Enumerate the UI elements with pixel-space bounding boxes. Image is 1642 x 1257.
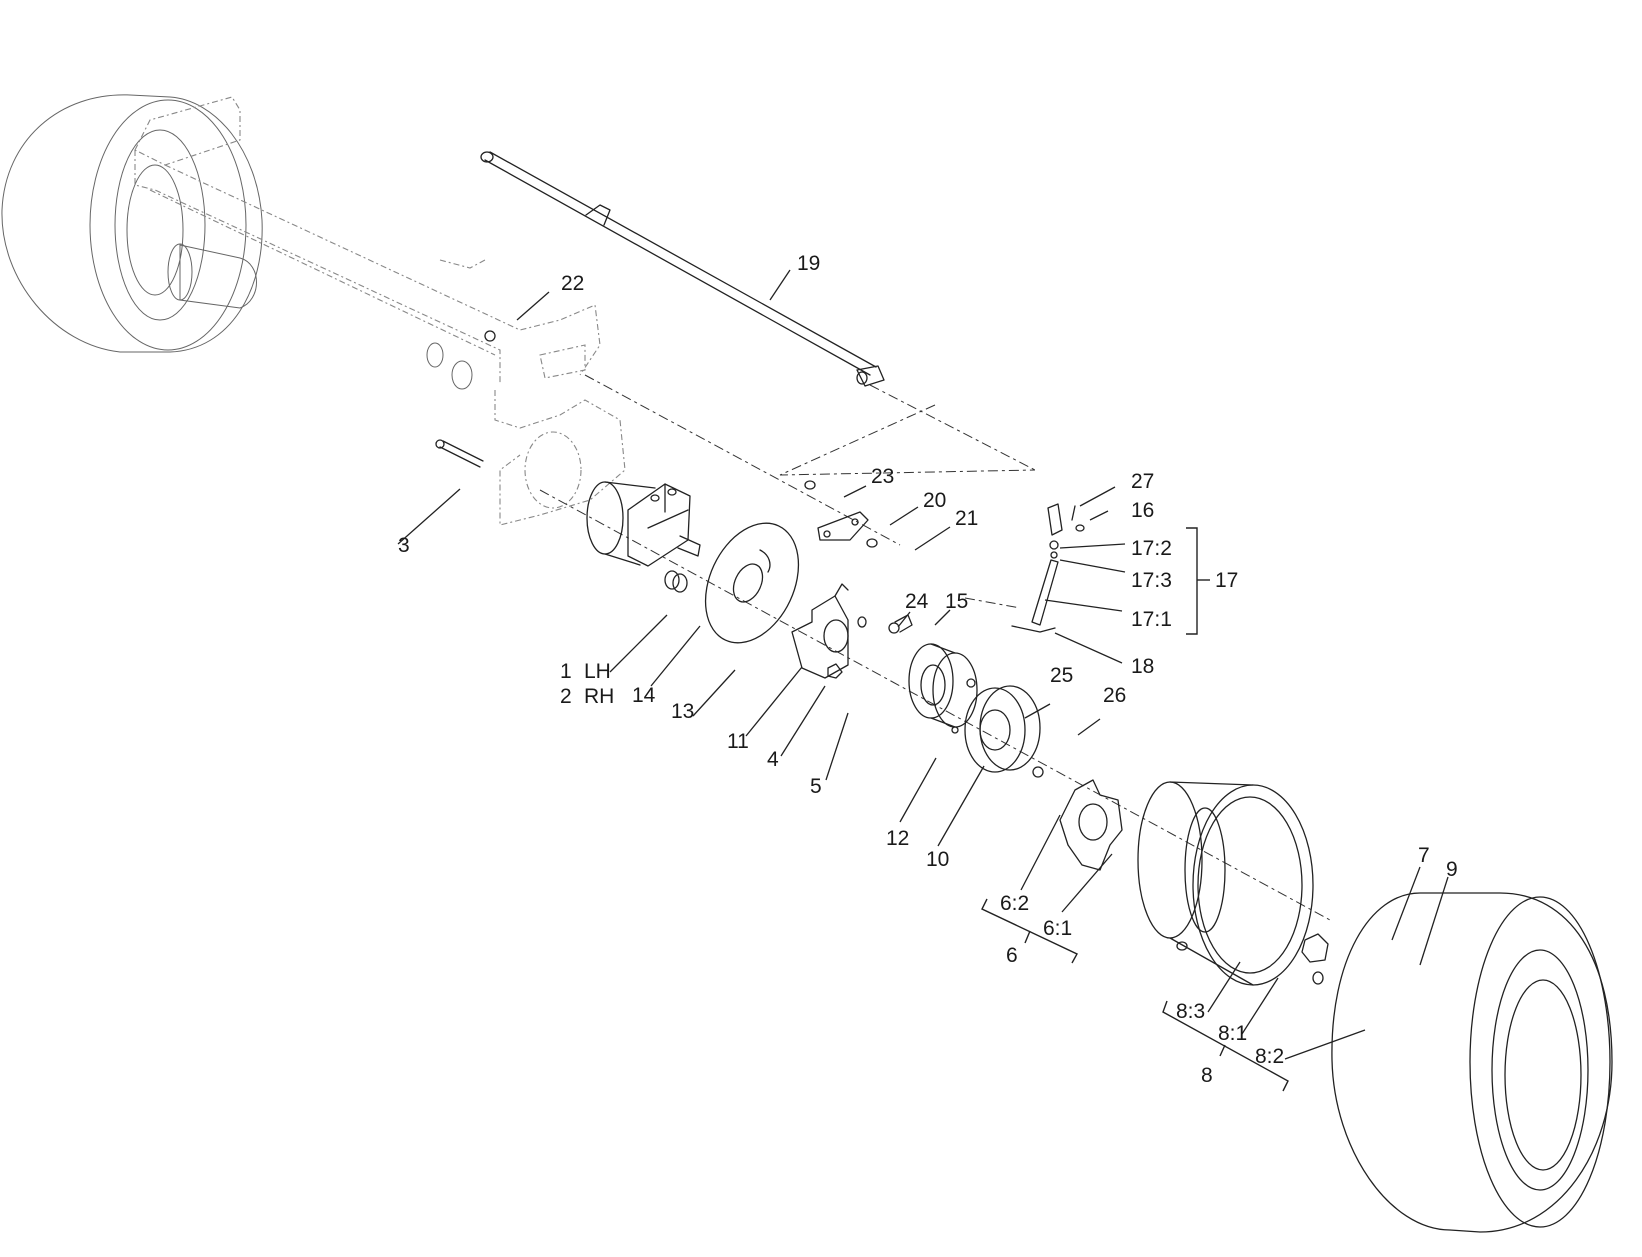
callout-8-1: 8:1 [1218, 1022, 1247, 1045]
callout-15: 15 [945, 590, 968, 613]
brake-plate-part-13 [704, 522, 800, 644]
left-wheel-motor [167, 243, 257, 309]
callout-12: 12 [886, 827, 909, 850]
pin-part-27 [1071, 505, 1076, 521]
callout-4: 4 [767, 748, 779, 771]
callout-8-2: 8:2 [1255, 1045, 1284, 1068]
callout-18: 18 [1131, 655, 1154, 678]
callout-22: 22 [561, 272, 584, 295]
callout-17-1: 17:1 [1131, 608, 1172, 631]
group-bracket-6 [981, 898, 1078, 964]
rod-part-18 [1011, 625, 1056, 633]
leader-lines [397, 269, 1449, 1060]
callout-10: 10 [926, 848, 949, 871]
screw-part-10 [951, 726, 959, 734]
pin-part-16 [1075, 524, 1085, 532]
bolt-part-3 [435, 439, 484, 468]
nut-part-23 [804, 480, 816, 490]
callout-13: 13 [671, 700, 694, 723]
nut-part-22 [484, 330, 496, 342]
bolt-part-6-2 [1032, 766, 1044, 778]
left-tire [1, 94, 263, 353]
callout-14: 14 [632, 684, 656, 707]
callout-21: 21 [955, 507, 978, 530]
callout-5: 5 [810, 775, 822, 798]
callout-6: 6 [1006, 944, 1018, 967]
callout-8-3: 8:3 [1176, 1000, 1205, 1023]
callout-6-2: 6:2 [1000, 892, 1029, 915]
callout-20: 20 [923, 489, 946, 512]
callout-2-side: RH [584, 685, 614, 708]
callout-6-1: 6:1 [1043, 917, 1072, 940]
callout-labels: 19 22 23 20 21 27 16 17:2 17:3 17 17:1 1… [398, 252, 1458, 1087]
callout-17-3: 17:3 [1131, 569, 1172, 592]
frame-weldment [134, 96, 626, 526]
bolt-part-8-3 [1176, 941, 1188, 951]
callout-26: 26 [1103, 684, 1126, 707]
bracket-part-4 [791, 583, 849, 679]
group-bracket-17 [1186, 527, 1210, 635]
group-bracket-8 [1162, 1000, 1289, 1092]
rod-part-19 [480, 151, 885, 387]
cap-part-9 [1312, 971, 1324, 985]
callout-8: 8 [1201, 1064, 1213, 1087]
rim-part-8-1 [1137, 781, 1314, 986]
callout-11: 11 [727, 730, 749, 753]
spacer-part-14 [664, 570, 688, 593]
callout-17: 17 [1215, 569, 1238, 592]
hydraulic-wheel-motor [586, 481, 701, 567]
callout-24: 24 [905, 590, 929, 613]
callout-23: 23 [871, 465, 894, 488]
bracket-part-20 [817, 511, 869, 541]
callout-1: 1 [560, 660, 572, 683]
callout-25: 25 [1050, 664, 1073, 687]
callout-2: 2 [560, 685, 572, 708]
hub-part-26 [964, 685, 1041, 773]
callout-1-side: LH [584, 660, 611, 683]
bolt-part-21 [866, 538, 878, 548]
pin-part-15 [888, 614, 913, 634]
callout-3: 3 [398, 534, 410, 557]
nut-part-7 [1301, 933, 1329, 963]
right-tire-part-8-2 [1331, 892, 1613, 1233]
washer-part-24 [857, 616, 867, 628]
coupling-part-6-1 [1059, 779, 1123, 871]
callout-17-2: 17:2 [1131, 537, 1172, 560]
linkage-part-17 [1031, 503, 1063, 626]
callout-7: 7 [1418, 844, 1430, 867]
assembly-center-lines [539, 374, 1331, 921]
callout-9: 9 [1446, 858, 1458, 881]
callout-16: 16 [1131, 499, 1154, 522]
nut-part-5 [827, 663, 843, 679]
bolt-part-25 [966, 678, 976, 688]
callout-19: 19 [797, 252, 820, 275]
callout-27: 27 [1131, 470, 1154, 493]
